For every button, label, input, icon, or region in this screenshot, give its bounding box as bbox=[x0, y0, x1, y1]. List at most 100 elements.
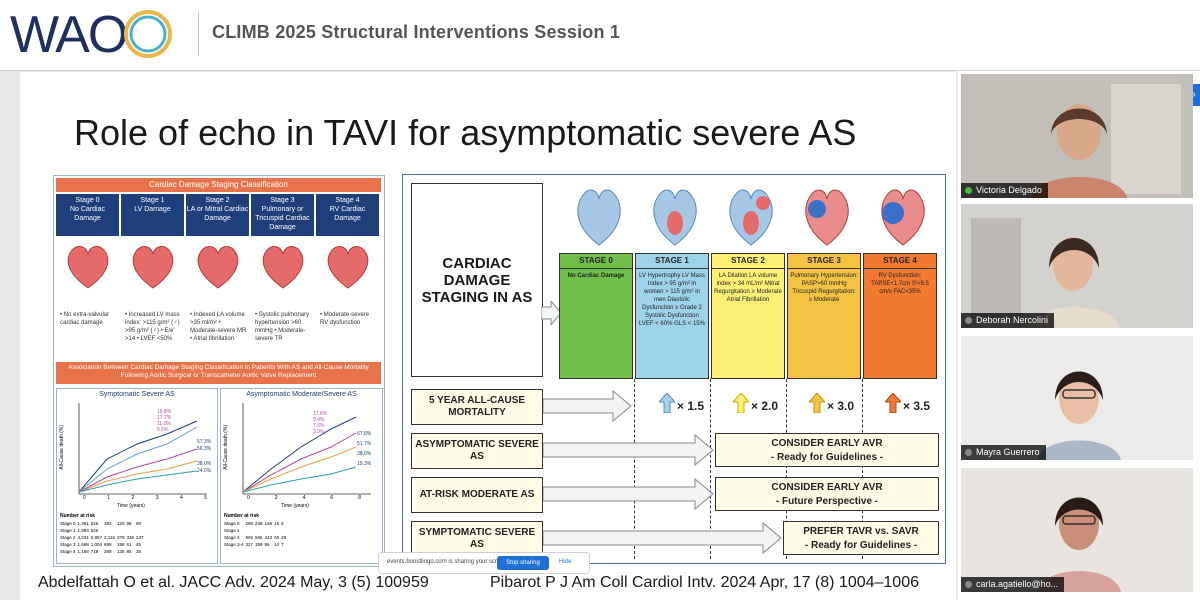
arrow-right-icon bbox=[543, 477, 714, 511]
stop-sharing-button[interactable]: Stop sharing bbox=[497, 556, 549, 570]
recommendation-note: - Ready for Guidelines - bbox=[770, 452, 884, 463]
arrow-right-icon bbox=[543, 389, 632, 423]
stage-label: Stage 0 bbox=[75, 197, 100, 204]
heart-illustration bbox=[132, 246, 174, 289]
table-cell: 7 bbox=[281, 542, 284, 547]
damage-staging-figure: CARDIAC DAMAGE STAGING IN AS STAGE 0 No … bbox=[402, 174, 946, 564]
at-risk-label: Number at risk bbox=[60, 513, 96, 519]
km-end-value: 19.3% bbox=[357, 461, 372, 467]
heart-illustration bbox=[577, 189, 621, 246]
table-cell: Stage 2 bbox=[60, 535, 76, 540]
table-cell: 383 bbox=[104, 521, 112, 526]
stage-name: No Cardiac Damage bbox=[69, 206, 105, 222]
heart-illustration bbox=[881, 189, 925, 246]
km-xtick: 1 bbox=[107, 495, 111, 501]
km-xtick: 6 bbox=[330, 495, 334, 501]
table-cell: 1,688 bbox=[77, 542, 89, 547]
arrow-right-icon bbox=[541, 301, 561, 325]
session-title: CLIMB 2025 Structural Interventions Sess… bbox=[212, 22, 621, 42]
stage-name: Pulmonary or Tricuspid Cardiac Damage bbox=[255, 206, 310, 231]
arrow-up-icon bbox=[809, 393, 825, 413]
table-cell: 90 bbox=[136, 521, 142, 526]
stage-header: Stage 1 LV Damage bbox=[121, 194, 184, 236]
km-xtick: 4 bbox=[302, 495, 306, 501]
status-indicator-icon bbox=[965, 581, 972, 588]
km-end-value: 3.9% bbox=[313, 429, 325, 435]
share-message: events.boostlingo.com is sharing your sc… bbox=[387, 559, 509, 565]
table-cell: 120 bbox=[116, 521, 125, 526]
participant-name-label: carla.agatiello@ho... bbox=[961, 577, 1065, 592]
row-label: ASYMPTOMATIC SEVERE AS bbox=[411, 433, 543, 469]
table-cell: 95 bbox=[264, 542, 270, 547]
stage-name: RV Cardiac Damage bbox=[329, 206, 366, 222]
km-xlabel: Time (years) bbox=[281, 503, 309, 509]
table-cell: 1,004 bbox=[90, 542, 103, 547]
km-title: Asymptomatic Moderate/Severe AS bbox=[246, 391, 357, 398]
km-xtick: 0 bbox=[247, 495, 250, 501]
participant-name: Mayra Guerrero bbox=[976, 447, 1040, 457]
recommendation-box: CONSIDER EARLY AVR - Future Perspective … bbox=[715, 477, 939, 511]
km-xtick: 3 bbox=[155, 495, 159, 501]
stage-body: LV Hypertrophy LV Mass Index > 95 g/m² i… bbox=[639, 273, 705, 327]
participant-tile[interactable]: Victoria Delgado bbox=[961, 74, 1193, 198]
table-cell: 289 bbox=[245, 521, 254, 526]
stage-header: Stage 0 No Cardiac Damage bbox=[56, 194, 119, 236]
stage-column: STAGE 3 Pulmonary Hypertension: PASP>60 … bbox=[787, 253, 861, 379]
stage-body: Pulmonary Hypertension: PASP>60 mmHg Tri… bbox=[790, 273, 858, 303]
table-cell: 1,993 bbox=[77, 528, 89, 533]
km-ylabel: All-Cause death (%) bbox=[59, 425, 65, 470]
table-cell: 526 bbox=[90, 521, 99, 526]
km-chart bbox=[78, 403, 207, 495]
stage-name: LV Damage bbox=[134, 206, 171, 213]
figure-banner: Cardiac Damage Staging Classification bbox=[56, 178, 381, 192]
hide-share-bar-link[interactable]: Hide bbox=[559, 559, 572, 565]
km-end-values: 17.6% 9.4% 7.6% 3.9% bbox=[313, 411, 327, 435]
table-cell: 699 bbox=[104, 542, 112, 547]
participant-name-label: Victoria Delgado bbox=[961, 183, 1048, 198]
participant-name: Deborah Nercolini bbox=[976, 315, 1049, 325]
km-end-values: 57.3% 56.3% 38.0% 24.0% bbox=[197, 439, 211, 475]
stage-title: STAGE 3 bbox=[788, 254, 860, 269]
participant-tile[interactable]: carla.agatiello@ho... bbox=[961, 468, 1193, 592]
arrow-right-icon bbox=[543, 521, 782, 555]
avatar bbox=[961, 204, 1193, 328]
heart-illustration bbox=[197, 246, 239, 289]
table-cell: Stage 4 bbox=[60, 549, 76, 554]
stage-label: Stage 1 bbox=[140, 197, 165, 204]
km-xtick: 4 bbox=[179, 495, 183, 501]
arrow-right-icon bbox=[543, 433, 714, 467]
arrow-up-icon bbox=[733, 393, 749, 413]
logo-text: WAO bbox=[10, 6, 126, 64]
table-cell: 892 bbox=[245, 535, 254, 540]
km-end-value: 24.0% bbox=[197, 468, 212, 474]
avatar bbox=[961, 468, 1193, 592]
km-end-value: 7.6% bbox=[313, 423, 325, 429]
table-cell: 626 bbox=[90, 528, 99, 533]
stage-column: STAGE 2 LA Dilation LA volume index > 34… bbox=[711, 253, 785, 379]
participant-name: carla.agatiello@ho... bbox=[976, 579, 1059, 589]
table-cell: 61 bbox=[126, 542, 132, 547]
km-ylabel: All-Cause death (%) bbox=[223, 425, 229, 470]
table-cell: Stage 1 bbox=[60, 528, 76, 533]
participant-tile[interactable]: Mayra Guerrero bbox=[961, 336, 1193, 460]
km-end-value: 17.6% bbox=[313, 411, 328, 417]
participant-tile[interactable]: Deborah Nercolini bbox=[961, 204, 1193, 328]
heart-illustration bbox=[729, 189, 773, 246]
table-cell: Stage 3 bbox=[60, 542, 76, 547]
table-cell: Stage 3-4 bbox=[224, 542, 244, 547]
stage-header: Stage 3 Pulmonary or Tricuspid Cardiac D… bbox=[251, 194, 314, 236]
heart-illustration bbox=[805, 189, 849, 246]
table-cell: 1,168 bbox=[77, 549, 89, 554]
recommendation-box: PREFER TAVR vs. SAVR - Ready for Guideli… bbox=[783, 521, 939, 555]
stage-description: • Indexed LA volume >35 ml/m² • Moderate… bbox=[190, 312, 247, 342]
km-plot-symptomatic: Symptomatic Severe AS 19.8% 17.7% 11.0% … bbox=[56, 388, 218, 564]
at-risk-label: Number at risk bbox=[224, 513, 260, 519]
header-divider bbox=[198, 12, 199, 56]
km-end-values: 67.8% 51.7% 38.0% 19.3% bbox=[357, 429, 371, 469]
km-end-value: 56.3% bbox=[197, 446, 212, 452]
table-cell: 28 bbox=[281, 535, 287, 540]
